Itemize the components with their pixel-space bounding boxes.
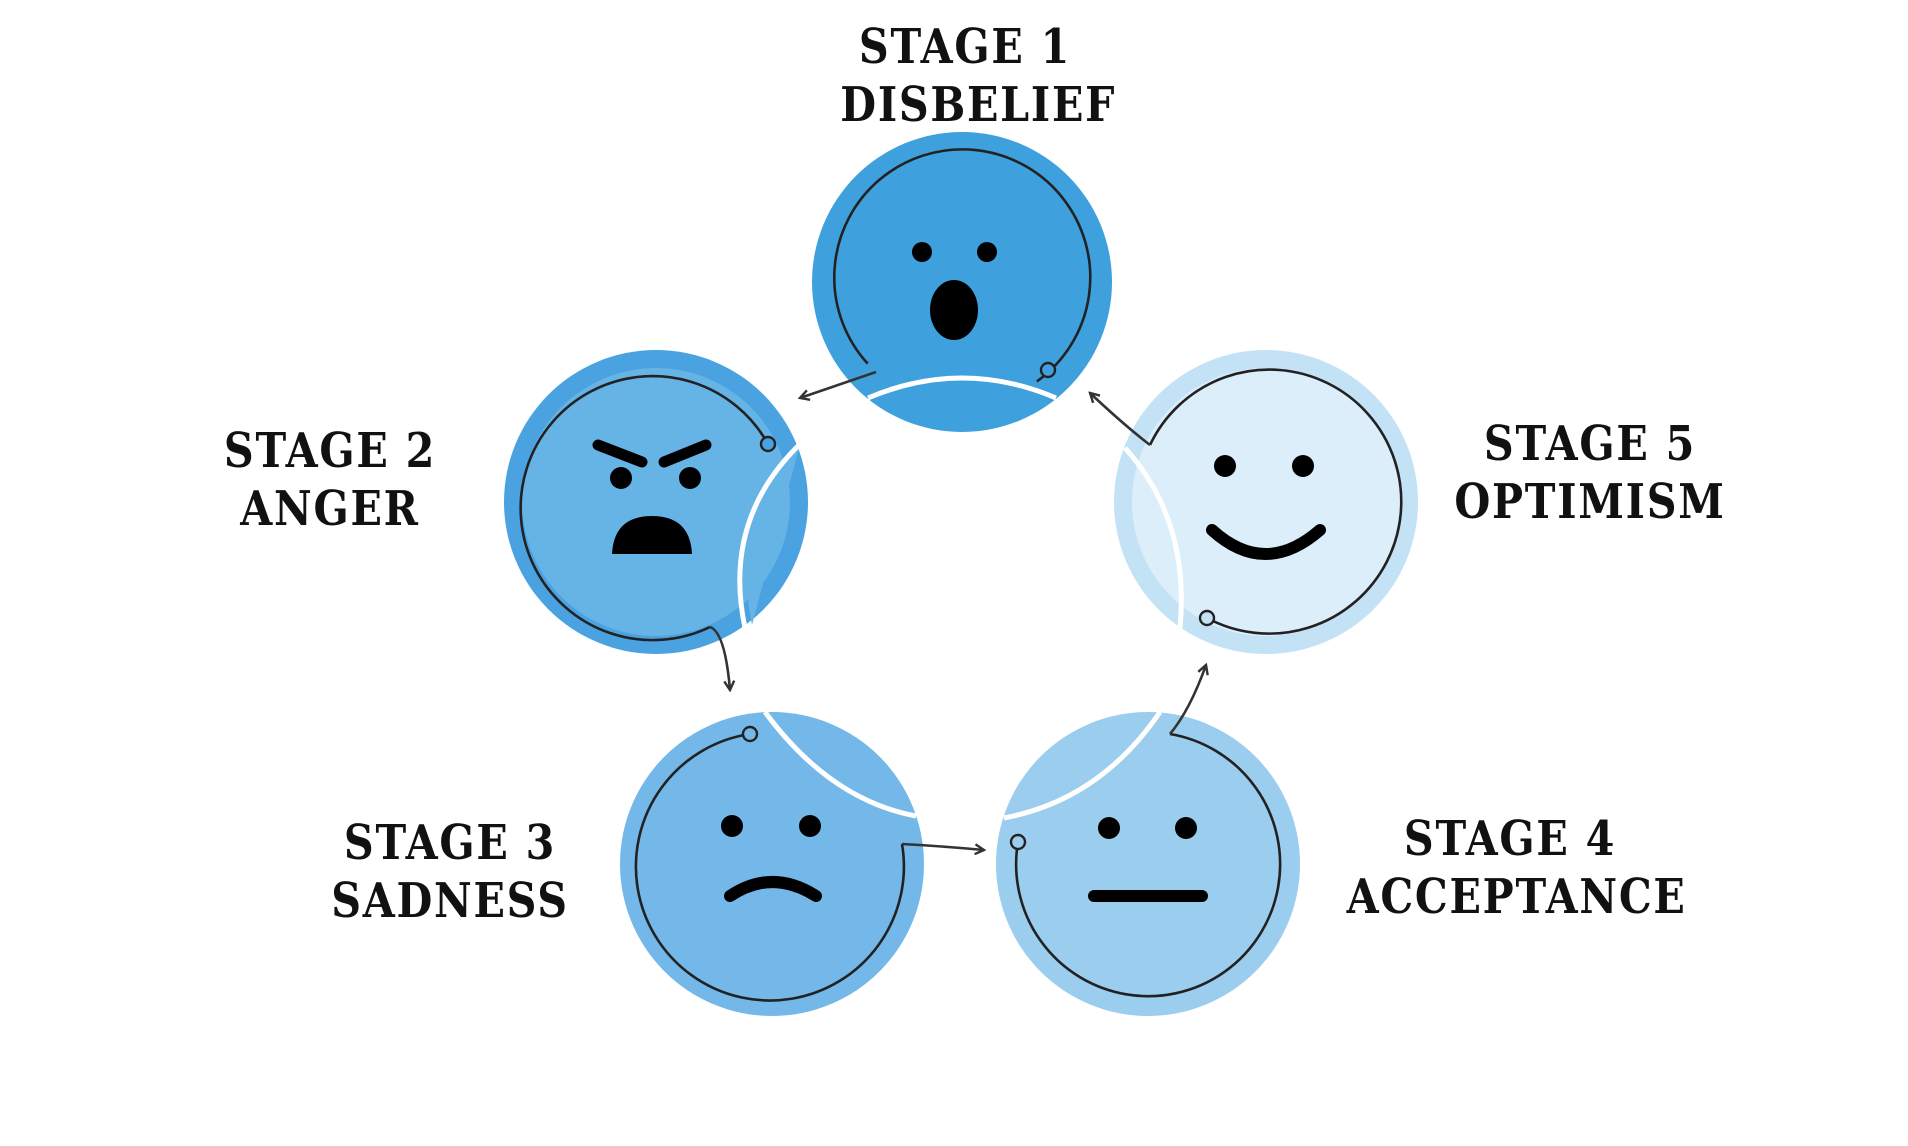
arrow-stage5-to-stage1 <box>1090 393 1151 447</box>
angry-face-icon <box>592 439 712 554</box>
stage-5-name: OPTIMISM <box>1454 474 1726 530</box>
stage-4-circle <box>996 710 1300 1016</box>
stage-2-name: ANGER <box>240 481 420 537</box>
stage-5-circle <box>1114 350 1418 654</box>
stage-3-label: STAGE 3 SADNESS <box>321 814 579 930</box>
stage-3-name: SADNESS <box>331 873 569 929</box>
stage-3-circle <box>620 710 924 1016</box>
arrow-stage1-to-stage2 <box>800 370 877 398</box>
stage-2-label: STAGE 2 ANGER <box>218 422 442 538</box>
stage-4-name: ACCEPTANCE <box>1346 869 1687 925</box>
stage-4-label: STAGE 4 ACCEPTANCE <box>1346 810 1687 926</box>
surprised-face-icon <box>912 242 997 340</box>
stage-1-name: DISBELIEF <box>840 77 1117 133</box>
stage-2-circle <box>504 350 808 654</box>
arrow-stage2-to-stage3 <box>709 625 730 690</box>
stage-1-circle <box>812 132 1112 432</box>
arrow-stage4-to-stage5 <box>1169 665 1206 735</box>
arrow-stage3-to-stage4 <box>901 842 984 850</box>
stage-4-number: STAGE 4 <box>1403 811 1617 867</box>
stage-1-label: STAGE 1 DISBELIEF <box>840 18 1117 134</box>
sad-face-icon <box>721 815 822 902</box>
happy-face-icon <box>1206 455 1326 560</box>
stage-1-number: STAGE 1 <box>858 19 1072 75</box>
stage-2-number: STAGE 2 <box>223 423 437 479</box>
stage-5-label: STAGE 5 OPTIMISM <box>1452 415 1727 531</box>
neutral-face-icon <box>1088 817 1208 902</box>
stage-3-number: STAGE 3 <box>343 815 557 871</box>
stage-5-number: STAGE 5 <box>1483 416 1697 472</box>
